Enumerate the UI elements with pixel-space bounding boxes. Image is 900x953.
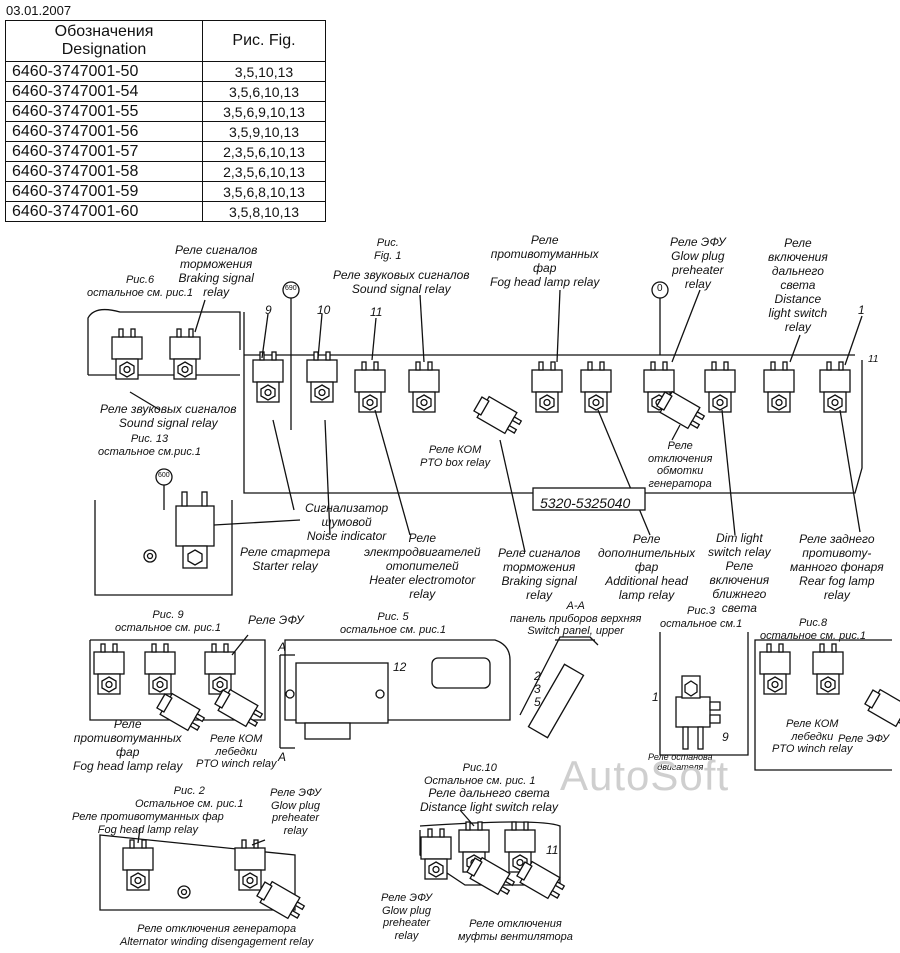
fig-cell: 3,5,10,13 — [202, 61, 326, 82]
section-aa — [519, 636, 599, 739]
fig13-title: Рис. 13 остальное см.рис.1 — [98, 433, 201, 458]
fig1-title: Рис. Fig. 1 — [374, 237, 402, 262]
callout-9: 9 — [265, 303, 272, 317]
callout-1-fig3: 1 — [652, 690, 659, 704]
callout-2: 2 — [534, 669, 541, 683]
glow-relay-fig9-label: Реле ЭФУ — [248, 613, 304, 627]
starter-relay-label: Реле стартера Starter relay — [240, 545, 331, 573]
section-mark-a-bottom: A — [278, 750, 287, 764]
designation-cell: 6460-3747001-60 — [5, 201, 203, 222]
designation-cell: 6460-3747001-54 — [5, 81, 203, 102]
designation-table: Обозначения Designation Рис. Fig. 6460-3… — [5, 20, 326, 222]
distance-relay-fig10-label: Реле дальнего света Distance light switc… — [420, 786, 559, 814]
fig-cell: 2,3,5,6,10,13 — [202, 161, 326, 182]
glow-relay-fig2-label: Реле ЭФУ Glow plug preheater relay — [270, 787, 322, 837]
braking-relay-bottom-label: Реле сигналов торможения Braking signal … — [498, 546, 581, 602]
designation-cell: 6460-3747001-56 — [5, 121, 203, 142]
braking-relay-top-label: Реле сигналов торможения Braking signal … — [175, 243, 258, 299]
fig5-title: Рис. 5 остальное см. рис.1 — [340, 611, 447, 636]
fig3-title: Рис.3 остальное см.1 — [660, 605, 743, 630]
circle-0-label: 0 — [657, 283, 663, 294]
fig8-title: Рис.8 остальное см. рис.1 — [760, 617, 867, 642]
callout-12: 12 — [393, 660, 407, 674]
fig2-title: Рис. 2 Остальное см. рис.1 — [135, 785, 244, 810]
glow-relay-top-label: Реле ЭФУ Glow plug preheater relay — [670, 235, 726, 291]
fig-cell: 2,3,5,6,10,13 — [202, 141, 326, 162]
watermark: AutoSoft — [560, 752, 730, 799]
section-aa-title: А-А панель приборов верхняя Switch panel… — [510, 600, 642, 637]
code-box — [532, 487, 646, 511]
fan-clutch-relay-label: Реле отключения муфты вентилятора — [458, 918, 573, 943]
fig3-panel — [659, 632, 749, 756]
fig8-panel — [754, 639, 900, 771]
callout-11-fig10: 11 — [546, 843, 559, 857]
fig6-title: Рис.6 остальное см. рис.1 — [87, 274, 194, 299]
callout-1: 1 — [858, 303, 865, 317]
pto-box-relay-label: Реле КОМ PTO box relay — [420, 444, 491, 469]
pto-winch-relay-fig8-label: Реле КОМ лебедки PTO winch relay — [772, 718, 853, 755]
heater-relay-label: Реле электродвигателей отопителей Heater… — [364, 531, 481, 601]
fig9-title: Рис. 9 остальное см. рис.1 — [115, 609, 222, 634]
designation-cell: 6460-3747001-55 — [5, 101, 203, 122]
engine-stop-relay-label: Реле останова двигателя — [648, 752, 713, 772]
fig-cell: 3,5,8,10,13 — [202, 201, 326, 222]
section-mark-a-top: A — [278, 640, 287, 654]
distance-relay-top-label: Реле включения дальнего света Distance l… — [768, 236, 828, 334]
callout-3: 3 — [534, 682, 541, 696]
circle-690-label: 690 — [285, 285, 297, 292]
fig6-panel — [87, 299, 241, 411]
sound-relay-top-label: Реле звуковых сигналов Sound signal rela… — [333, 268, 470, 296]
callout-11-right: 11 — [868, 354, 879, 365]
alternator-disengage-label: Реле отключения обмотки генератора — [648, 440, 713, 490]
part-code: 5320-5325040 — [540, 495, 631, 511]
callout-9-fig3: 9 — [722, 730, 729, 744]
callout-10: 10 — [317, 303, 331, 317]
fig-cell: 3,5,9,10,13 — [202, 121, 326, 142]
glow-relay-fig8-label: Реле ЭФУ — [838, 733, 890, 745]
fig9-panel — [89, 634, 266, 736]
callout-5: 5 — [534, 695, 541, 709]
rear-fog-relay-label: Реле заднего противоту- манного фонаря R… — [790, 532, 884, 602]
header-designation: Обозначения Designation — [5, 20, 203, 62]
fog-relay-fig2-label: Реле противотуманных фар Fog head lamp r… — [72, 811, 224, 836]
fig10-title: Рис.10 Остальное см. рис. 1 — [424, 762, 536, 787]
designation-cell: 6460-3747001-58 — [5, 161, 203, 182]
fog-relay-fig9-label: Реле противотуманных фар Fog head lamp r… — [73, 717, 183, 773]
noise-indicator-label: Сигнализатор шумовой Noise indicator — [305, 501, 389, 543]
fog-relay-top-label: Реле противотуманных фар Fog head lamp r… — [490, 233, 600, 289]
fig2-panel — [99, 827, 308, 924]
additional-lamp-relay-label: Реле дополнительных фар Additional head … — [598, 532, 696, 602]
callout-11: 11 — [370, 305, 383, 319]
document-date: 03.01.2007 — [6, 3, 72, 18]
sound-relay-fig6-label: Реле звуковых сигналов Sound signal rela… — [100, 402, 237, 430]
fig13-panel — [94, 468, 301, 596]
fig10-panel — [419, 809, 568, 904]
pto-winch-relay-fig9-label: Реле КОМ лебедки PTO winch relay — [196, 733, 277, 770]
fig5-panel — [279, 639, 511, 749]
alternator-relay-fig2-label: Реле отключения генератора Alternator wi… — [120, 923, 314, 948]
fig1-panel — [243, 281, 863, 553]
circle-600-label: 600 — [158, 472, 170, 479]
table-header: Обозначения Designation Рис. Fig. — [5, 20, 326, 62]
glow-relay-fig10-label: Реле ЭФУ Glow plug preheater relay — [381, 892, 433, 942]
dim-light-relay-label: Dim light switch relay Реле включения бл… — [708, 531, 771, 615]
